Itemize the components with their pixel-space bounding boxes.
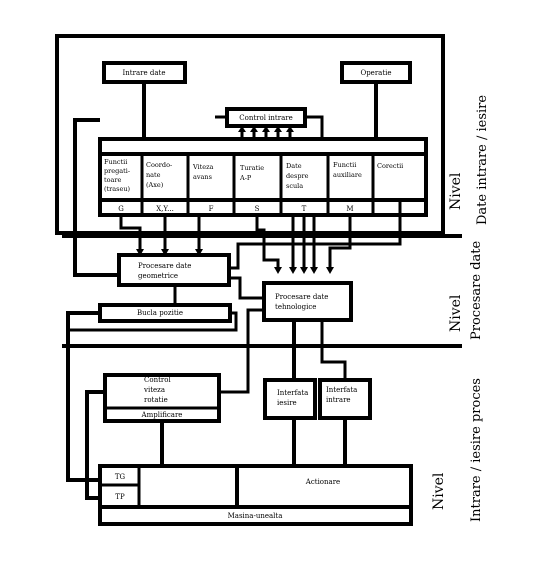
amplificare-label: Amplificare bbox=[141, 411, 183, 419]
arrowheads-tehnologice bbox=[274, 267, 334, 274]
corectii-label: Corectii bbox=[377, 162, 403, 170]
code-m: M bbox=[346, 205, 353, 213]
register-dividers bbox=[140, 154, 375, 215]
masina-unealta-label: Masina-unealta bbox=[228, 512, 283, 520]
control-viteza-box bbox=[103, 373, 221, 423]
level-3-name: Intrare / iesire proces bbox=[469, 378, 484, 522]
operatie-label: Operatie bbox=[360, 69, 391, 77]
procesare-tehnologice-box bbox=[262, 281, 353, 322]
level-2-name: Procesare date bbox=[469, 240, 484, 340]
functii-auxiliare-label: Functii auxiliare bbox=[333, 161, 362, 179]
code-t: T bbox=[302, 205, 307, 213]
tp-label: TP bbox=[115, 493, 125, 501]
lines-to-geometric bbox=[119, 215, 201, 252]
control-intrare-label: Control intrare bbox=[239, 114, 292, 122]
procesare-tehnologice-label: Procesare date tehnologice bbox=[275, 293, 331, 311]
outer-frame bbox=[55, 34, 445, 235]
bucla-pozitie-label: Bucla pozitie bbox=[137, 309, 183, 317]
arrowheads-geometric bbox=[136, 249, 203, 256]
masina-block bbox=[98, 464, 413, 526]
lines-to-tehnologice bbox=[255, 215, 352, 270]
level-1-nivel: Nivel bbox=[448, 172, 464, 210]
tg-label: TG bbox=[115, 473, 126, 481]
line-left-feedback bbox=[73, 118, 119, 277]
level-1-name: Date intrare / iesire bbox=[475, 95, 490, 225]
line-geometric-to-tehnologice bbox=[229, 276, 264, 300]
intrare-date-label: Intrare date bbox=[123, 69, 166, 77]
interfata-intrare-label: Interfata intrare bbox=[326, 386, 360, 404]
procesare-geometrice-label: Procesare date geometrice bbox=[138, 262, 194, 280]
date-despre-scula-label: Date despre scula bbox=[286, 162, 311, 190]
coordonate-label: Coordo- nate (Axe) bbox=[146, 161, 174, 189]
code-s: S bbox=[255, 205, 260, 213]
line-tehnologice-to-control bbox=[219, 308, 264, 394]
functii-pregatitoare-label: Functii pregati- toare (traseu) bbox=[104, 158, 132, 193]
line-bucla-right bbox=[68, 311, 238, 332]
line-bucla-left bbox=[66, 311, 100, 482]
line-corectii-to-geometric bbox=[229, 200, 402, 270]
viteza-avans-label: Viteza avans bbox=[192, 163, 216, 181]
interfata-iesire-box bbox=[263, 378, 317, 420]
turatie-label: Turatie A-P bbox=[239, 164, 266, 182]
line-control-right bbox=[305, 115, 324, 139]
line-control-feedback bbox=[85, 390, 105, 500]
level-2-nivel: Nivel bbox=[448, 294, 464, 332]
actionare-label: Actionare bbox=[305, 478, 340, 486]
code-g: G bbox=[118, 205, 124, 213]
control-viteza-label: Control viteza rotatie bbox=[143, 376, 173, 404]
code-f: F bbox=[209, 205, 214, 213]
interfata-iesire-label: Interfata iesire bbox=[277, 389, 311, 407]
control-intrare-arrowheads bbox=[238, 126, 294, 132]
line-tehnologice-to-intrare bbox=[320, 320, 347, 380]
level-3-nivel: Nivel bbox=[431, 472, 447, 510]
code-xy: X,Y... bbox=[156, 205, 174, 213]
procesare-geometrice-box bbox=[117, 253, 231, 287]
